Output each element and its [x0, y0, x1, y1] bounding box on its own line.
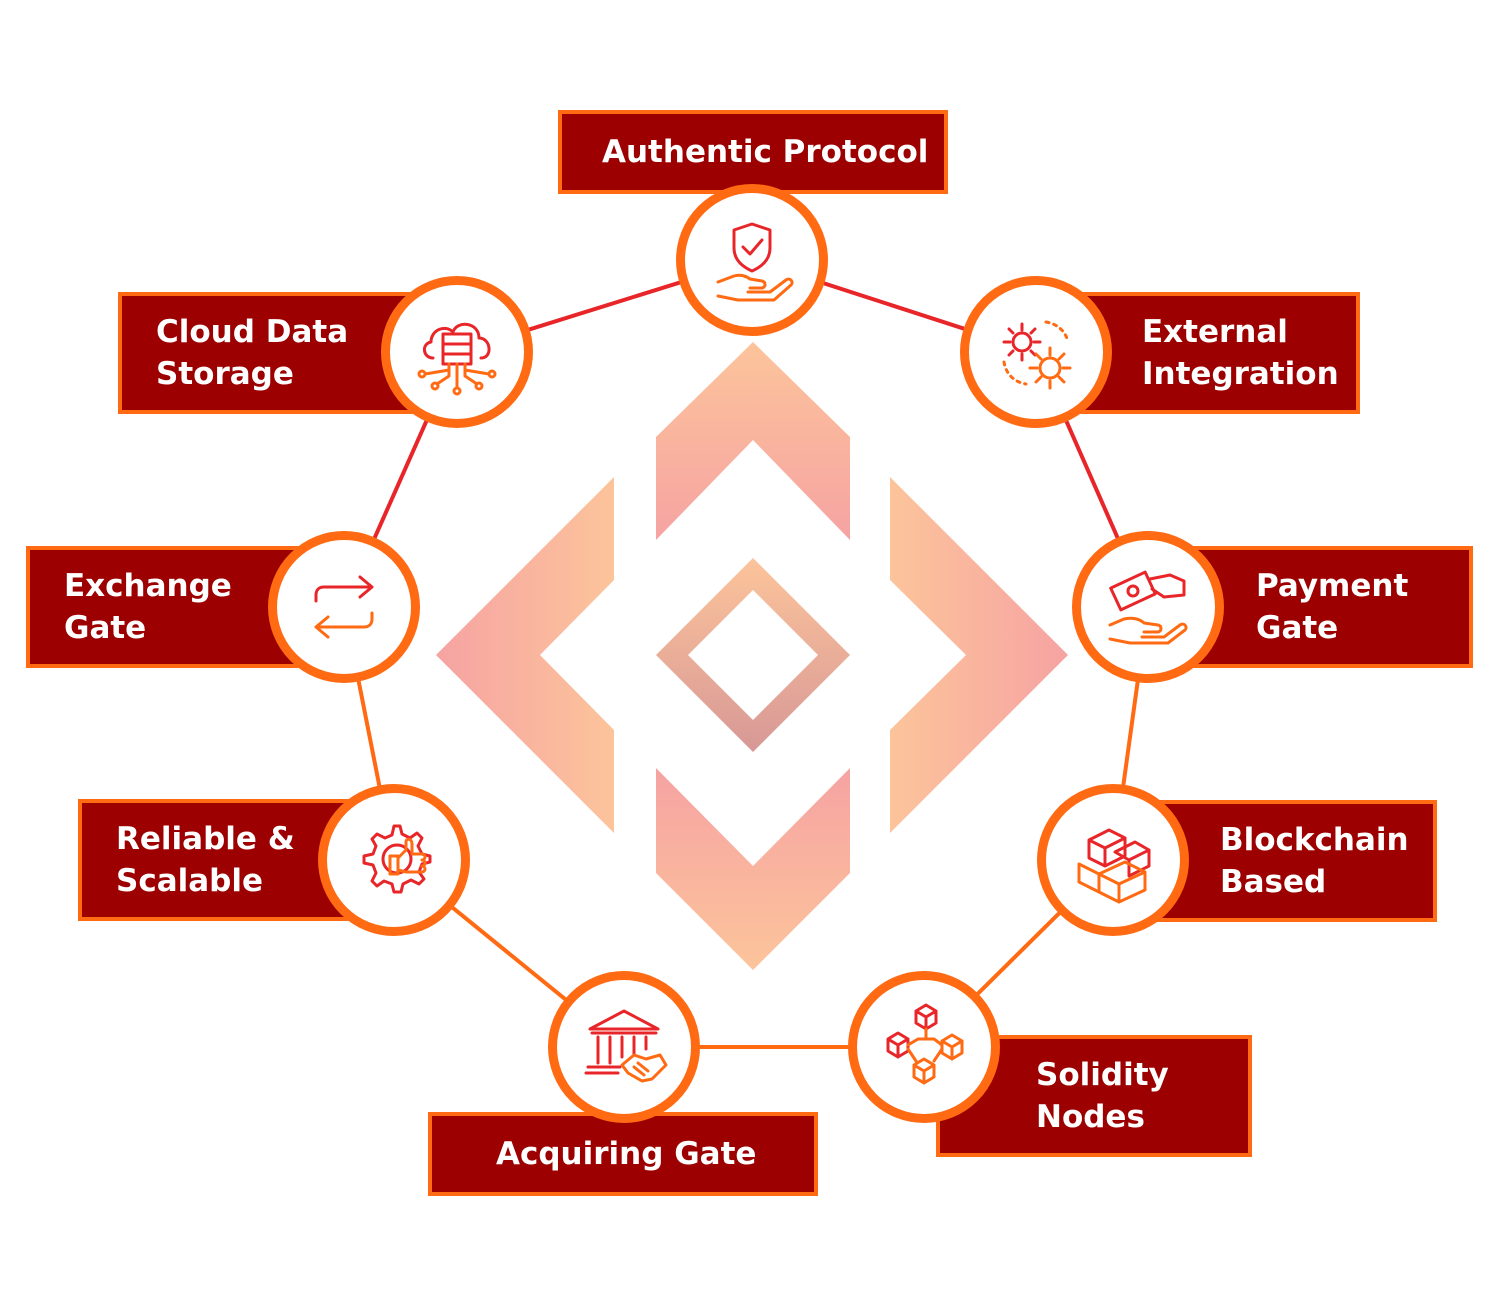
external-integration-node: [960, 276, 1112, 428]
exchange-arrows-icon: [314, 575, 374, 639]
exchange-gate-label-line: Gate: [64, 610, 147, 646]
blockchain-based-node: [1037, 784, 1189, 936]
money-exchange-icon: [1108, 570, 1188, 645]
shield-hand-icon: [716, 222, 794, 302]
payment-gate-label-line: Payment: [1256, 568, 1409, 604]
blockchain-based-label-line: Blockchain: [1220, 822, 1409, 858]
logo-chevron-bottom: [656, 768, 850, 970]
reliable-scalable-node: [318, 784, 470, 936]
blockchain-based-label-line: Based: [1220, 864, 1327, 900]
acquiring-gate-node: [548, 971, 700, 1123]
reliable-scalable-label-line: Scalable: [116, 863, 264, 899]
acquiring-gate-label-line: Acquiring Gate: [496, 1136, 757, 1172]
external-integration-label-line: External: [1142, 314, 1288, 350]
reliable-scalable-label-box: Reliable & Scalable: [78, 799, 378, 921]
solidity-nodes-node: [848, 971, 1000, 1123]
logo-chevron-right: [890, 477, 1068, 833]
solidity-nodes-label-line: Nodes: [1036, 1099, 1145, 1135]
logo-chevron-left: [436, 477, 614, 833]
cloud-data-storage-node: [381, 276, 533, 428]
exchange-gate-label-line: Exchange: [64, 568, 232, 604]
payment-gate-node: [1072, 531, 1224, 683]
reliable-scalable-label-line: Reliable &: [116, 821, 295, 857]
payment-gate-label-line: Gate: [1256, 610, 1339, 646]
authentic-protocol-label-box: Authentic Protocol: [558, 110, 948, 194]
authentic-protocol-node: [676, 184, 828, 336]
exchange-gate-node: [268, 531, 420, 683]
authentic-protocol-label-line: Authentic Protocol: [602, 134, 929, 170]
logo-chevron-top: [656, 342, 850, 540]
cloud-data-storage-label-line: Cloud Data: [156, 314, 349, 350]
cloud-server-icon: [417, 322, 497, 396]
gears-icon: [1002, 320, 1072, 390]
solidity-nodes-label-line: Solidity: [1036, 1057, 1169, 1093]
gear-thumbs-up-icon: [362, 824, 432, 894]
external-integration-label-line: Integration: [1142, 356, 1339, 392]
logo-center-diamond: [656, 558, 850, 752]
blocks-icon: [1077, 828, 1151, 904]
cloud-data-storage-label-line: Storage: [156, 356, 294, 392]
bank-handshake-icon: [584, 1009, 668, 1083]
acquiring-gate-label-box: Acquiring Gate: [428, 1112, 818, 1196]
cube-network-icon: [886, 1003, 964, 1085]
